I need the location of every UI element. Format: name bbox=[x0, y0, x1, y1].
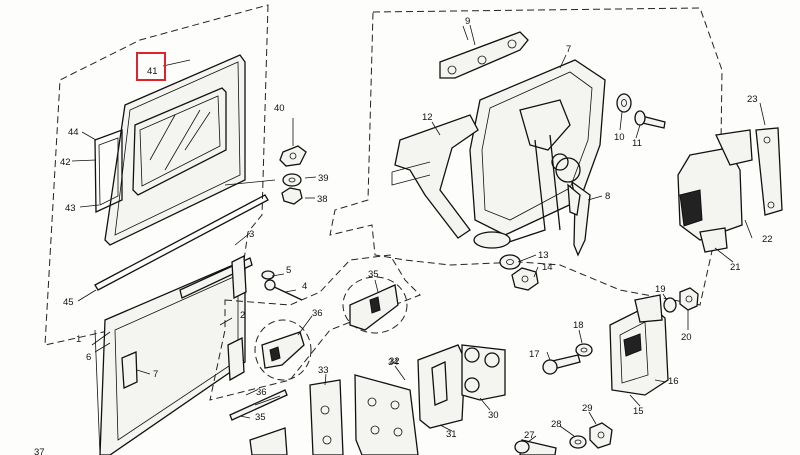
window-frame-41 bbox=[104, 54, 246, 246]
label-7b: 7 bbox=[153, 369, 158, 380]
label-1: 1 bbox=[76, 334, 81, 345]
part-labels: 41 44 42 43 45 40 39 38 9 7 12 10 11 8 1… bbox=[34, 16, 773, 455]
nut-38 bbox=[281, 187, 303, 205]
label-29: 29 bbox=[582, 403, 593, 414]
hinge-7 bbox=[121, 351, 138, 389]
label-28: 28 bbox=[551, 419, 562, 430]
label-9: 9 bbox=[465, 16, 470, 27]
window-seal bbox=[94, 129, 123, 214]
nut-14 bbox=[511, 267, 539, 291]
label-31: 31 bbox=[446, 429, 457, 440]
label-5: 5 bbox=[286, 265, 291, 276]
clip-36-circle bbox=[254, 319, 312, 381]
strip-35 bbox=[249, 427, 288, 455]
label-39: 39 bbox=[318, 173, 329, 184]
nut-20 bbox=[679, 287, 699, 311]
label-33: 33 bbox=[318, 365, 329, 376]
label-30: 30 bbox=[488, 410, 499, 421]
highlight-box bbox=[136, 52, 166, 81]
pin-30 bbox=[461, 344, 506, 401]
washer-13 bbox=[499, 254, 521, 270]
door-panel bbox=[91, 232, 253, 455]
striker-21 bbox=[677, 129, 753, 253]
label-40: 40 bbox=[274, 103, 285, 114]
label-4: 4 bbox=[302, 281, 307, 292]
label-7: 7 bbox=[566, 44, 571, 55]
nut-29 bbox=[589, 422, 613, 449]
handle-12 bbox=[394, 114, 479, 239]
key-set-8 bbox=[551, 153, 591, 257]
washer-19 bbox=[663, 297, 677, 313]
label-6: 6 bbox=[86, 352, 91, 363]
washer-28 bbox=[569, 435, 587, 449]
label-12: 12 bbox=[422, 112, 433, 123]
label-15: 15 bbox=[633, 406, 644, 417]
leader-lines bbox=[71, 25, 753, 443]
label-36b: 36 bbox=[256, 387, 267, 398]
washer-10 bbox=[616, 93, 632, 113]
label-13: 13 bbox=[538, 250, 549, 261]
hinge-lower bbox=[227, 336, 245, 382]
label-14: 14 bbox=[542, 262, 553, 273]
label-43: 43 bbox=[65, 203, 76, 214]
label-18: 18 bbox=[573, 320, 584, 331]
plate-33 bbox=[309, 379, 344, 455]
bracket-34 bbox=[354, 374, 419, 455]
rubber-strip-45 bbox=[94, 194, 269, 291]
plate-22 bbox=[755, 127, 783, 216]
label-2: 2 bbox=[240, 310, 245, 321]
clip-36 bbox=[261, 331, 305, 369]
label-3: 3 bbox=[249, 229, 254, 240]
clip-group-boundary bbox=[209, 254, 421, 401]
label-23: 23 bbox=[747, 94, 758, 105]
label-10: 10 bbox=[614, 132, 625, 143]
hinge-32 bbox=[417, 344, 466, 429]
label-34: 34 bbox=[388, 357, 399, 368]
label-17: 17 bbox=[529, 349, 540, 360]
label-35b: 35 bbox=[255, 412, 266, 423]
plate-9 bbox=[439, 31, 529, 79]
hinge-upper bbox=[231, 254, 247, 300]
label-22: 22 bbox=[762, 234, 773, 245]
label-45: 45 bbox=[63, 297, 74, 308]
label-41: 41 bbox=[147, 66, 158, 77]
washer-5 bbox=[261, 270, 275, 280]
clip-35-circle bbox=[342, 276, 408, 334]
washer-18 bbox=[575, 343, 593, 357]
label-11: 11 bbox=[632, 138, 642, 149]
label-35a: 35 bbox=[368, 269, 379, 280]
label-36a: 36 bbox=[312, 308, 323, 319]
latch-15 bbox=[609, 294, 669, 396]
strip-36 bbox=[229, 389, 288, 421]
label-38: 38 bbox=[317, 194, 328, 205]
label-21: 21 bbox=[730, 262, 741, 273]
nut-40 bbox=[279, 145, 307, 167]
label-37: 37 bbox=[34, 447, 45, 455]
window-group-boundary bbox=[44, 4, 269, 346]
label-20: 20 bbox=[681, 332, 692, 343]
label-27: 27 bbox=[524, 430, 535, 441]
washer-39 bbox=[282, 173, 302, 187]
bolt-4 bbox=[269, 284, 303, 301]
label-42: 42 bbox=[60, 157, 71, 168]
label-16: 16 bbox=[668, 376, 679, 387]
label-32: 32 bbox=[389, 356, 400, 367]
label-44: 44 bbox=[68, 127, 79, 138]
label-8: 8 bbox=[605, 191, 610, 202]
label-19: 19 bbox=[655, 284, 666, 295]
